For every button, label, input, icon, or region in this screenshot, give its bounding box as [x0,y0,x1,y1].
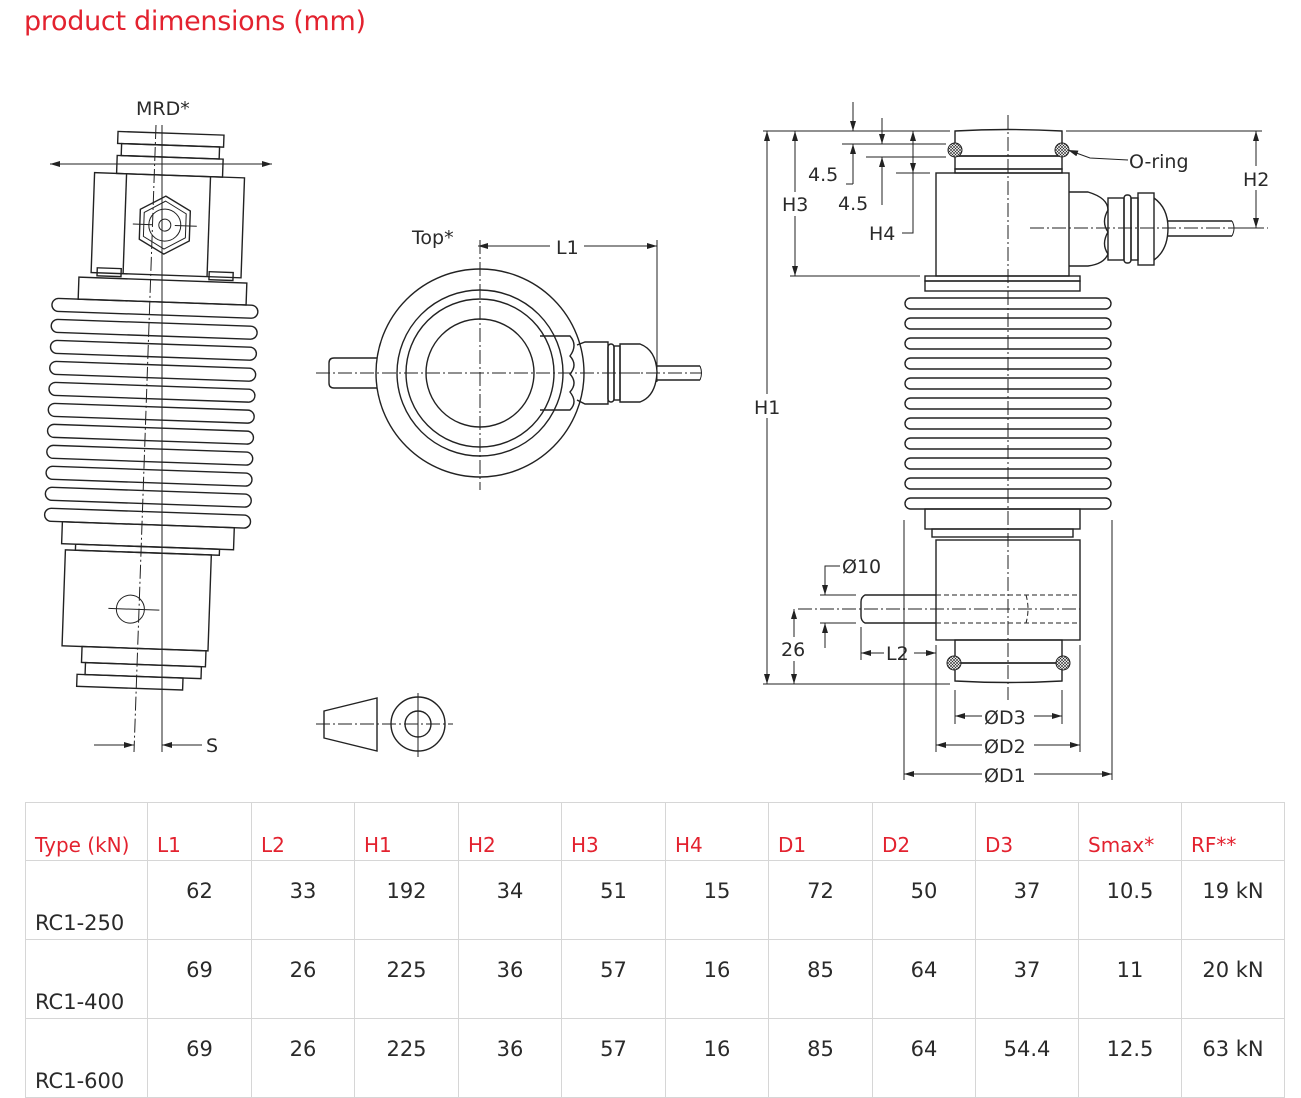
cell-h3: 51 [561,860,666,940]
cell-type: RC1-600 [25,1018,148,1098]
mrd-label: MRD* [136,98,190,120]
cell-h2: 34 [458,860,562,940]
cell-h3: 57 [561,1018,666,1098]
projection-symbol-icon [316,693,453,757]
cell-h4: 16 [665,939,769,1019]
pin-diameter-label: Ø10 [842,556,881,578]
hex-nut-icon [138,195,192,255]
cell-l1: 69 [147,939,252,1019]
cell-type: RC1-400 [25,939,148,1019]
cell-d2: 50 [872,860,976,940]
l1-label: L1 [556,237,579,259]
cell-l2: 33 [251,860,355,940]
d1-label: ØD1 [984,765,1026,787]
d3-label: ØD3 [984,707,1026,729]
header-h2: H2 [458,802,562,861]
lower-block [61,549,213,652]
technical-drawing: MRD* [43,98,1272,787]
table-row: RC1-400 69 26 225 36 57 16 85 64 37 11 2… [25,939,1285,1019]
dimensions-table: Type (kN) L1 L2 H1 H2 H3 H4 D1 D2 D3 Sma… [25,802,1285,1098]
cell-rf: 63 kN [1181,1018,1285,1098]
top-label: Top* [411,227,454,249]
header-type: Type (kN) [25,802,148,861]
header-rf: RF** [1181,802,1285,861]
table-row: RC1-250 62 33 192 34 51 15 72 50 37 10.5… [25,860,1285,940]
cell-d3: 54.4 [975,1018,1079,1098]
h4-label: H4 [869,223,895,245]
cell-l1: 69 [147,1018,252,1098]
cell-rf: 20 kN [1181,939,1285,1019]
cell-d1: 85 [768,1018,873,1098]
header-d3: D3 [975,802,1079,861]
side-view-drawing: MRD* [43,98,272,757]
cell-smax: 12.5 [1078,1018,1182,1098]
table-header-row: Type (kN) L1 L2 H1 H2 H3 H4 D1 D2 D3 Sma… [25,802,1285,861]
h2-label: H2 [1243,169,1269,191]
header-h4: H4 [665,802,769,861]
cell-d3: 37 [975,939,1079,1019]
cell-type: RC1-250 [25,860,148,940]
cell-h1: 192 [354,860,459,940]
cell-d3: 37 [975,860,1079,940]
dim-4-5-a-label: 4.5 [808,164,838,186]
s-label: S [206,735,218,757]
header-smax: Smax* [1078,802,1182,861]
front-view-drawing: H1 H3 4.5 4.5 H4 O-ring H2 Ø10 26 [754,102,1272,787]
cell-l2: 26 [251,1018,355,1098]
cell-smax: 10.5 [1078,860,1182,940]
header-l1: L1 [147,802,252,861]
cell-d1: 72 [768,860,873,940]
dim-4-5-b-label: 4.5 [838,193,868,215]
bellows [43,297,259,529]
page-title: product dimensions (mm) [24,6,366,37]
cell-rf: 19 kN [1181,860,1285,940]
header-l2: L2 [251,802,355,861]
cell-h3: 57 [561,939,666,1019]
h3-label: H3 [782,194,808,216]
header-h1: H1 [354,802,459,861]
header-d1: D1 [768,802,873,861]
top-view-drawing: Top* L1 [316,227,702,490]
cell-d2: 64 [872,1018,976,1098]
header-h3: H3 [561,802,666,861]
cell-d1: 85 [768,939,873,1019]
cell-h1: 225 [354,939,459,1019]
cell-smax: 11 [1078,939,1182,1019]
table-row: RC1-600 69 26 225 36 57 16 85 64 54.4 12… [25,1018,1285,1098]
o-ring-label: O-ring [1129,151,1189,173]
l2-label: L2 [886,643,909,665]
cell-h2: 36 [458,939,562,1019]
cell-h2: 36 [458,1018,562,1098]
o-ring-bottom-right [1055,655,1071,671]
d2-label: ØD2 [984,736,1026,758]
header-d2: D2 [872,802,976,861]
pin-height-label: 26 [781,639,805,661]
cell-d2: 64 [872,939,976,1019]
h1-label: H1 [754,397,780,419]
cell-h4: 16 [665,1018,769,1098]
o-ring-top-left [947,142,963,158]
o-ring-bottom-left [946,655,962,671]
cell-h4: 15 [665,860,769,940]
cell-l1: 62 [147,860,252,940]
cell-h1: 225 [354,1018,459,1098]
upper-block [90,171,246,279]
o-ring-top-right [1054,142,1070,158]
cell-l2: 26 [251,939,355,1019]
